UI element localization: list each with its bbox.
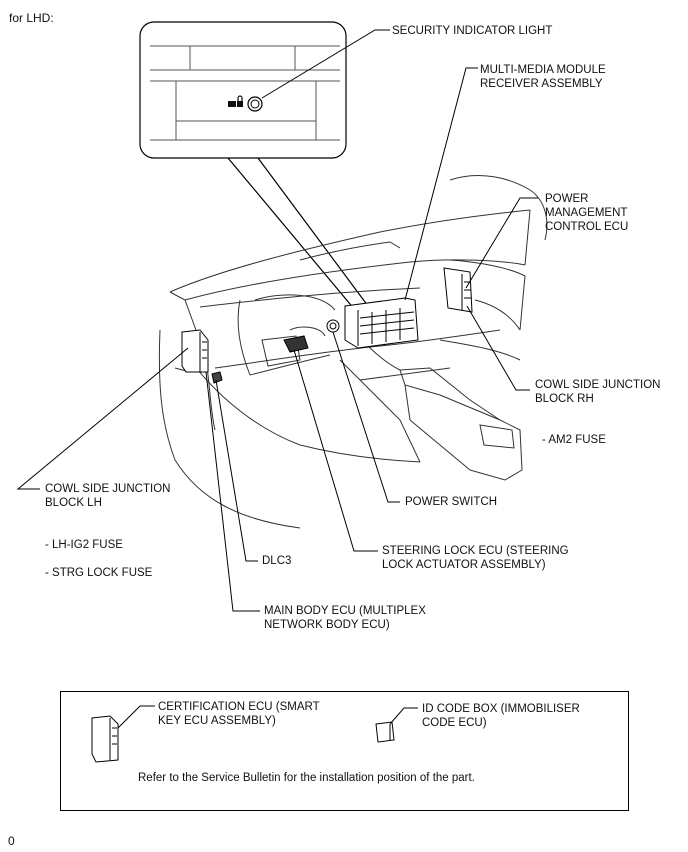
label-lh-ig2-fuse: - LH-IG2 FUSE: [45, 539, 123, 551]
label-cowl-side-junction-rh: COWL SIDE JUNCTION BLOCK RH: [535, 379, 661, 405]
label-dlc3: DLC3: [262, 555, 292, 567]
cowl-side-junction-lh-component: [181, 329, 209, 373]
label-main-body-ecu: MAIN BODY ECU (MULTIPLEX NETWORK BODY EC…: [264, 605, 426, 631]
security-indicator-inset: [139, 21, 347, 159]
power-switch-component: [326, 319, 340, 333]
label-multimedia-module: MULTI-MEDIA MODULE RECEIVER ASSEMBLY: [480, 64, 606, 90]
label-security-indicator-light: SECURITY INDICATOR LIGHT: [392, 25, 553, 37]
label-cowl-side-junction-lh: COWL SIDE JUNCTION BLOCK LH: [45, 483, 171, 509]
dlc3-component: [211, 371, 223, 384]
security-indicator-light: [247, 96, 263, 112]
label-power-management-ecu: POWER MANAGEMENT CONTROL ECU: [545, 193, 629, 233]
label-strg-lock-fuse: - STRG LOCK FUSE: [45, 567, 153, 579]
multimedia-receiver-component: [344, 297, 419, 349]
label-power-switch: POWER SWITCH: [405, 496, 497, 508]
id-code-box-icon: [375, 707, 418, 743]
label-am2-fuse: - AM2 FUSE: [542, 434, 606, 446]
certification-ecu-icon: [91, 705, 155, 763]
label-certification-ecu: CERTIFICATION ECU (SMART KEY ECU ASSEMBL…: [158, 701, 320, 727]
footer-code: 0: [8, 834, 15, 848]
security-lock-icon: [228, 95, 243, 107]
label-id-code-box: ID CODE BOX (IMMOBILISER CODE ECU): [422, 703, 580, 729]
power-management-component: [443, 267, 473, 313]
steering-lock-component: [283, 335, 309, 353]
page-title: for LHD:: [9, 11, 54, 25]
legend-box: [60, 691, 629, 811]
label-steering-lock-ecu: STEERING LOCK ECU (STEERING LOCK ACTUATO…: [382, 545, 569, 571]
legend-note: Refer to the Service Bulletin for the in…: [138, 772, 475, 784]
